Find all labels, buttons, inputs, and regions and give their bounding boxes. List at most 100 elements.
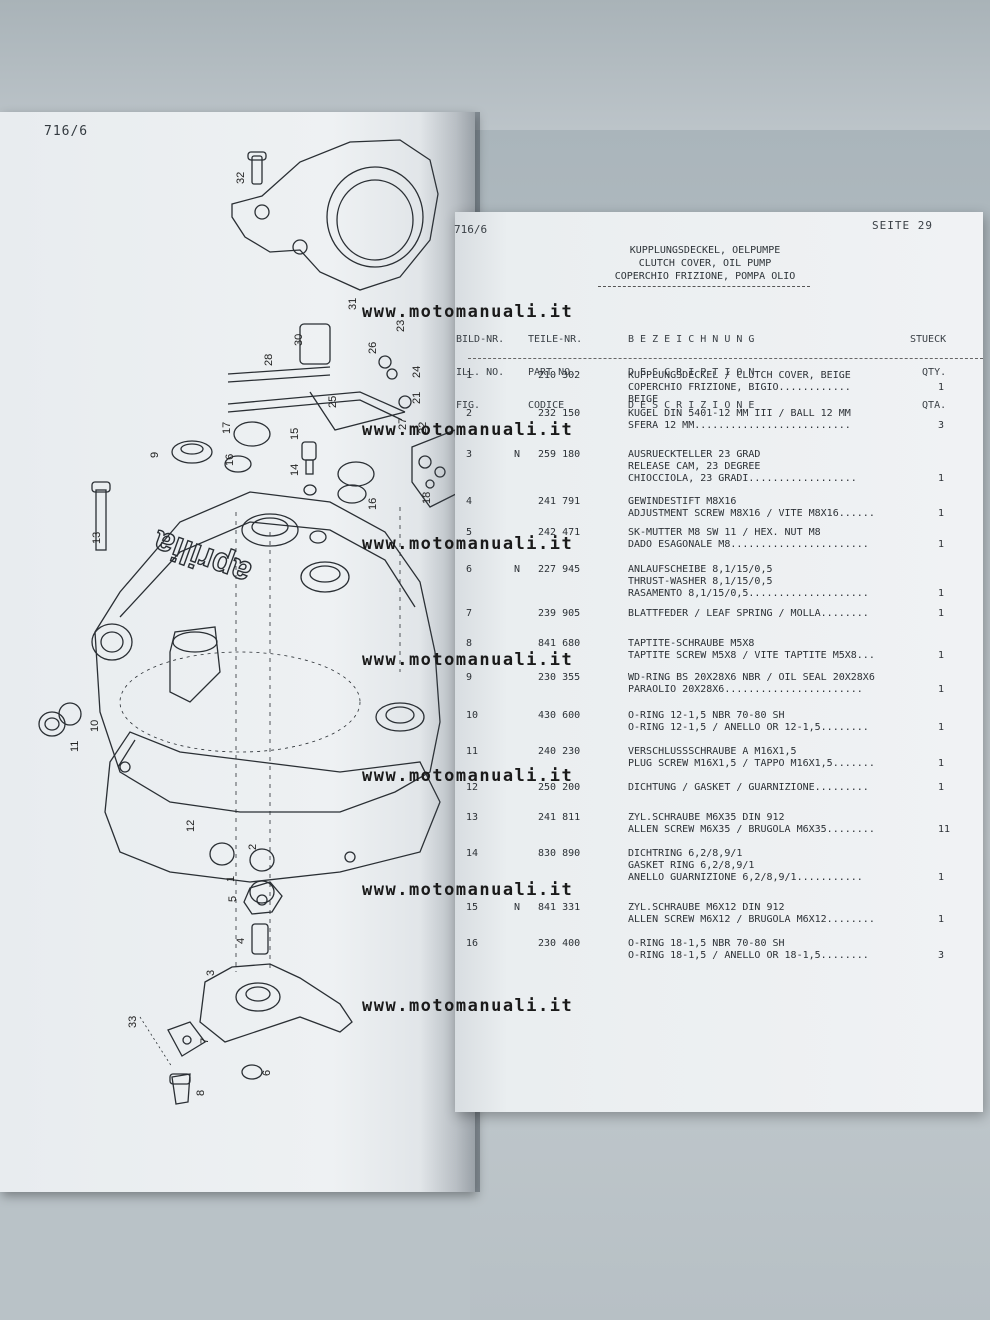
header-qty-en: QTY. (922, 367, 947, 378)
row-position: 2 (466, 408, 473, 419)
section-title: KUPPLUNGSDECKEL, OELPUMPE CLUTCH COVER, … (560, 244, 850, 283)
row-description-line: ANLAUFSCHEIBE 8,1/15/0,5 (628, 564, 773, 575)
row-description-line: DICHTRING 6,2/8,9/1 (628, 848, 743, 859)
callout-25: 25 (327, 396, 339, 408)
row-quantity: 1 (938, 382, 945, 393)
row-quantity: 1 (938, 914, 945, 925)
callout-18: 18 (421, 492, 433, 504)
callout-4: 4 (235, 938, 247, 944)
row-description-line: DADO ESAGONALE M8....................... (628, 539, 869, 550)
row-quantity: 11 (938, 824, 951, 835)
row-part-number: 230 400 (538, 938, 581, 949)
callout-24: 24 (411, 366, 423, 378)
row-position: 16 (466, 938, 479, 949)
row-description-line: ZYL.SCHRAUBE M6X12 DIN 912 (628, 902, 785, 913)
figure-id: 716/6 (44, 124, 89, 139)
row-description-line: O-RING 12-1,5 / ANELLO OR 12-1,5........ (628, 722, 869, 733)
title-it: COPERCHIO FRIZIONE, POMPA OLIO (614, 271, 796, 282)
callout-2: 2 (247, 844, 259, 850)
row-part-number: 210 302 (538, 370, 581, 381)
callout-8: 8 (195, 1090, 207, 1096)
title-de: KUPPLUNGSDECKEL, OELPUMPE (629, 245, 781, 256)
row-description-line: ZYL.SCHRAUBE M6X35 DIN 912 (628, 812, 785, 823)
header-part-de: TEILE-NR. (528, 334, 583, 345)
row-position: 3 (466, 449, 473, 460)
row-new-mark: N (514, 449, 521, 460)
row-description-line: COPERCHIO FRIZIONE, BIGIO............ (628, 382, 851, 393)
row-description-line: SK-MUTTER M8 SW 11 / HEX. NUT M8 (628, 527, 821, 538)
row-position: 8 (466, 638, 473, 649)
row-part-number: 250 200 (538, 782, 581, 793)
callout-14: 14 (289, 464, 301, 476)
header-qty: STUECK QTY. QTA. (910, 312, 946, 422)
callout-23: 23 (395, 320, 407, 332)
callout-33: 33 (127, 1016, 139, 1028)
callout-6: 6 (261, 1070, 273, 1076)
row-part-number: 841 331 (538, 902, 581, 913)
watermark-text: www.motomanuali.it (362, 302, 574, 322)
callout-32: 32 (235, 172, 247, 184)
row-description-line: SFERA 12 MM.......................... (628, 420, 851, 431)
watermark-text: www.motomanuali.it (362, 420, 574, 440)
row-description-line: WD-RING BS 20X28X6 NBR / OIL SEAL 20X28X… (628, 672, 875, 683)
row-description-line: GASKET RING 6,2/8,9/1 (628, 860, 755, 871)
row-quantity: 1 (938, 872, 945, 883)
row-description-line: ANELLO GUARNIZIONE 6,2/8,9/1........... (628, 872, 863, 883)
row-part-number: 240 230 (538, 746, 581, 757)
callout-22: 22 (417, 422, 429, 434)
header-fig-en: ILL. NO. (456, 367, 505, 378)
row-position: 14 (466, 848, 479, 859)
header-qty-it: QTA. (922, 400, 947, 411)
row-quantity: 1 (938, 650, 945, 661)
callout-9: 9 (149, 452, 161, 458)
row-new-mark: N (514, 564, 521, 575)
callout-27: 27 (397, 418, 409, 430)
row-part-number: 241 811 (538, 812, 581, 823)
row-quantity: 1 (938, 473, 945, 484)
row-new-mark: N (514, 902, 521, 913)
row-description-line: BEIGE (628, 394, 659, 405)
header-qty-de: STUECK (910, 334, 947, 345)
callout-31: 31 (347, 298, 359, 310)
header-desc-en: D E S C R I P T I O N (628, 367, 755, 378)
row-part-number: 841 680 (538, 638, 581, 649)
row-position: 15 (466, 902, 479, 913)
row-position: 4 (466, 496, 473, 507)
row-part-number: 241 791 (538, 496, 581, 507)
row-position: 10 (466, 710, 479, 721)
callout-30: 30 (293, 334, 305, 346)
exploded-parts-drawing: aprilia 32 31 30 23 26 28 24 21 25 22 27… (38, 139, 461, 1105)
header-part: TEILE-NR. PART NO. CODICE (528, 312, 582, 422)
row-description-line: RELEASE CAM, 23 DEGREE (628, 461, 761, 472)
row-part-number: 230 355 (538, 672, 581, 683)
header-fig: BILD-NR. ILL. NO. FIG. (456, 312, 504, 422)
row-description-line: BLATTFEDER / LEAF SPRING / MOLLA........ (628, 608, 869, 619)
clutch-cover-outline (94, 491, 441, 813)
row-part-number: 830 890 (538, 848, 581, 859)
row-position: 6 (466, 564, 473, 575)
row-description-line: TAPTITE SCREW M5X8 / VITE TAPTITE M5X8..… (628, 650, 875, 661)
header-fig-de: BILD-NR. (456, 334, 505, 345)
row-quantity: 1 (938, 588, 945, 599)
row-description-line: VERSCHLUSSSCHRAUBE A M16X1,5 (628, 746, 797, 757)
watermark-text: www.motomanuali.it (362, 766, 574, 786)
row-position: 7 (466, 608, 473, 619)
release-cam (199, 963, 353, 1043)
row-quantity: 1 (938, 782, 945, 793)
callout-15: 15 (289, 428, 301, 440)
row-quantity: 1 (938, 608, 945, 619)
header-rule (468, 358, 983, 359)
